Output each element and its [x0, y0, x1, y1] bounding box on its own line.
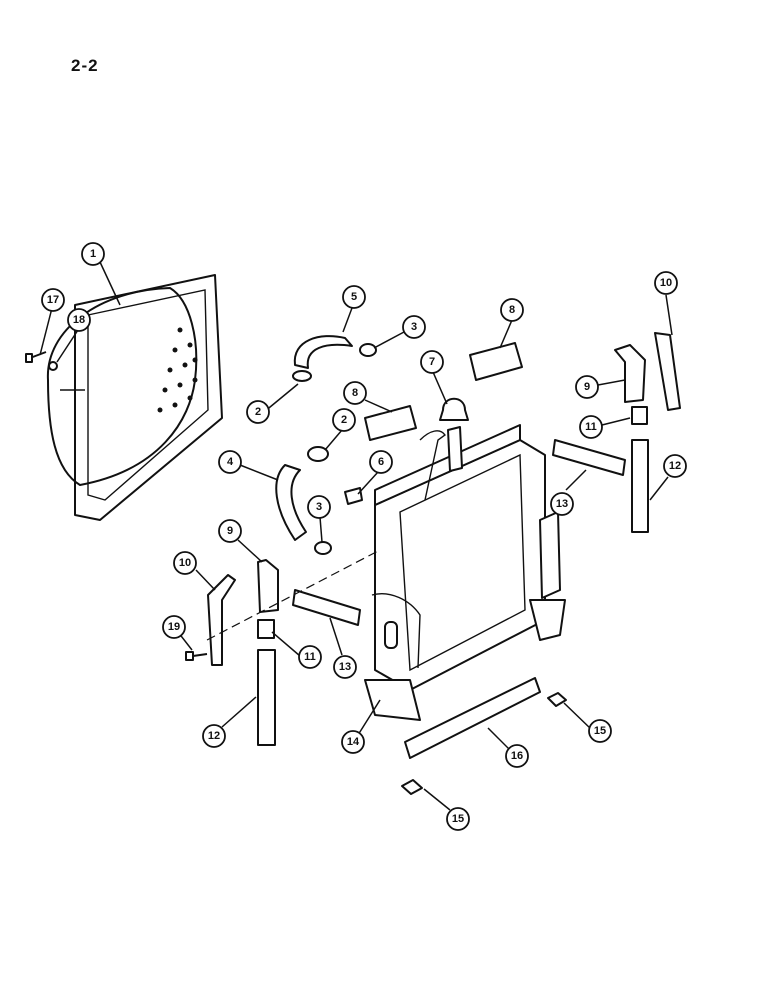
- side-seal-long: [257, 649, 276, 746]
- svg-text:13: 13: [556, 498, 568, 510]
- svg-text:2: 2: [341, 414, 347, 426]
- callout-5: 5: [342, 285, 366, 309]
- svg-text:4: 4: [227, 456, 234, 468]
- foam-strip: [469, 342, 523, 381]
- bolt-19: [185, 651, 208, 661]
- callout-8: 8: [500, 298, 524, 322]
- callout-19: 19: [162, 615, 186, 639]
- callout-15: 15: [588, 719, 612, 743]
- hose-clamp: [359, 343, 377, 357]
- radiator-assembly: [364, 424, 566, 721]
- callout-17: 17: [41, 288, 65, 312]
- svg-text:18: 18: [73, 314, 85, 326]
- svg-text:7: 7: [429, 356, 435, 368]
- callout-3: 3: [307, 495, 331, 519]
- svg-text:3: 3: [411, 321, 417, 333]
- svg-text:12: 12: [669, 460, 681, 472]
- callout-9: 9: [218, 519, 242, 543]
- side-seal-small-right: [631, 406, 648, 425]
- svg-text:14: 14: [347, 736, 360, 748]
- hose-clamp: [292, 370, 312, 382]
- callout-2: 2: [332, 408, 356, 432]
- svg-text:15: 15: [452, 813, 464, 825]
- shroud-vent-holes: [157, 327, 198, 413]
- callout-14: 14: [341, 730, 365, 754]
- radiator-cap: [439, 397, 469, 421]
- callout-11: 11: [298, 645, 322, 669]
- svg-text:17: 17: [47, 294, 59, 306]
- svg-text:15: 15: [594, 725, 606, 737]
- callout-4: 4: [218, 450, 242, 474]
- svg-text:11: 11: [585, 421, 597, 433]
- mounting-strip: [292, 589, 361, 626]
- svg-text:10: 10: [179, 557, 191, 569]
- assembly-line: [206, 549, 381, 641]
- callout-1: 1: [81, 242, 105, 266]
- callout-18: 18: [67, 308, 91, 332]
- side-baffle: [207, 574, 236, 666]
- svg-text:5: 5: [351, 291, 357, 303]
- pad: [547, 692, 567, 707]
- svg-text:6: 6: [378, 456, 384, 468]
- bottom-support-bar: [404, 677, 541, 759]
- callout-6: 6: [369, 450, 393, 474]
- side-seal-upper: [257, 559, 279, 613]
- foam-strip: [364, 405, 417, 441]
- callout-2: 2: [246, 400, 270, 424]
- svg-text:2: 2: [255, 406, 261, 418]
- washer-18: [48, 361, 58, 371]
- side-baffle-right: [654, 332, 681, 411]
- callout-11: 11: [579, 415, 603, 439]
- svg-text:3: 3: [316, 501, 322, 513]
- hose-clamp: [307, 446, 329, 462]
- leader-lines: [39, 261, 673, 811]
- callout-9: 9: [575, 375, 599, 399]
- callout-10: 10: [654, 271, 678, 295]
- side-seal-upper-right: [614, 344, 646, 403]
- fan-shroud: [46, 274, 223, 521]
- callout-7: 7: [420, 350, 444, 374]
- svg-text:9: 9: [227, 525, 233, 537]
- bolt-17: [25, 351, 47, 363]
- callout-10: 10: [173, 551, 197, 575]
- upper-hose: [293, 335, 353, 369]
- svg-text:9: 9: [584, 381, 590, 393]
- side-seal-long-right: [631, 439, 649, 533]
- lower-hose: [275, 464, 307, 541]
- callout-12: 12: [663, 454, 687, 478]
- mounting-strip-right: [552, 439, 626, 476]
- callout-3: 3: [402, 315, 426, 339]
- svg-text:19: 19: [168, 621, 180, 633]
- callout-15: 15: [446, 807, 470, 831]
- callout-13: 13: [333, 655, 357, 679]
- svg-text:8: 8: [352, 387, 358, 399]
- side-seal-small: [257, 619, 275, 639]
- callout-16: 16: [505, 744, 529, 768]
- svg-text:8: 8: [509, 304, 515, 316]
- page-number: 2-2: [71, 56, 99, 75]
- callout-12: 12: [202, 724, 226, 748]
- drain-cock: [344, 487, 363, 505]
- hose-clamp: [314, 541, 332, 555]
- svg-text:13: 13: [339, 661, 351, 673]
- svg-text:1: 1: [90, 248, 96, 260]
- callout-8: 8: [343, 381, 367, 405]
- svg-text:10: 10: [660, 277, 672, 289]
- callout-13: 13: [550, 492, 574, 516]
- pad: [401, 779, 423, 795]
- svg-text:12: 12: [208, 730, 220, 742]
- svg-text:16: 16: [511, 750, 523, 762]
- svg-text:11: 11: [304, 651, 316, 663]
